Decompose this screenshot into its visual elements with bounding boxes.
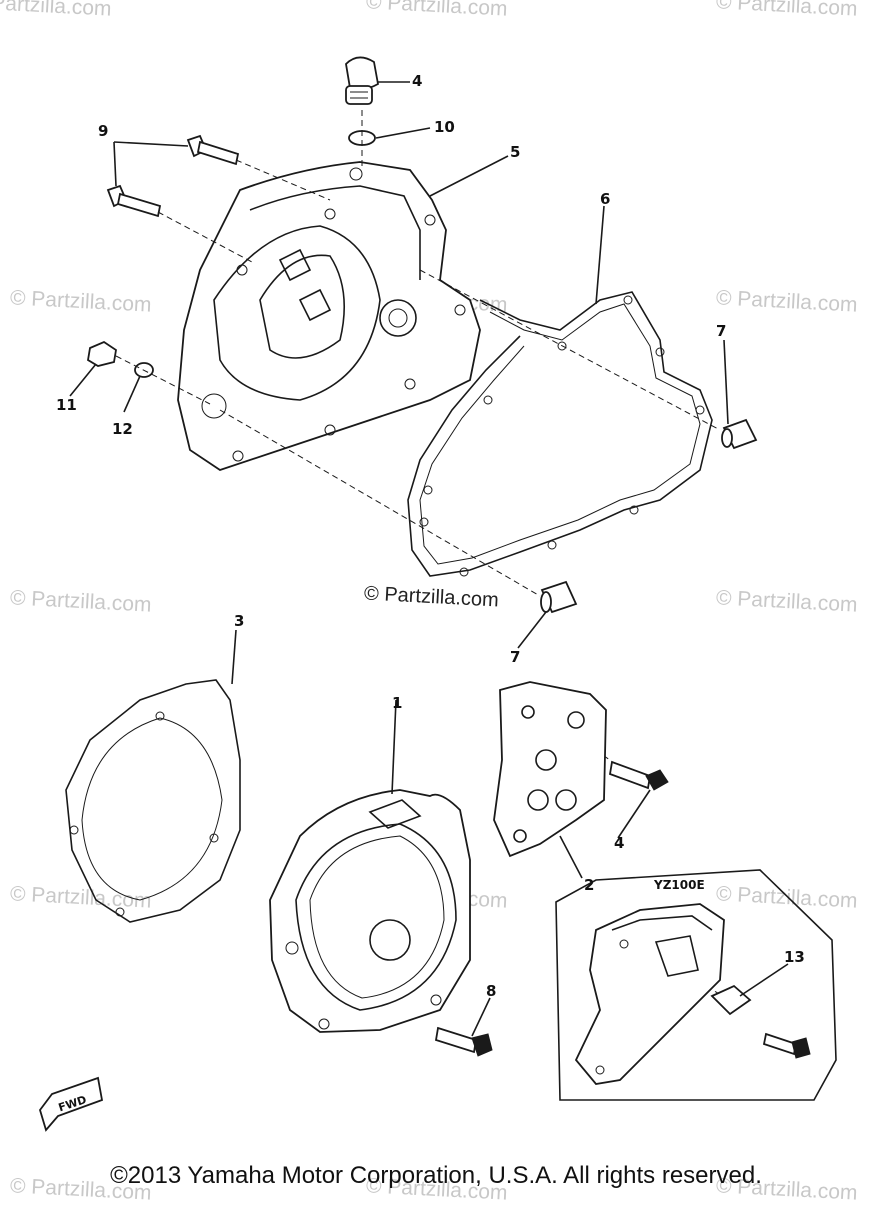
callout-7-lower: 7	[510, 648, 521, 666]
callout-3: 3	[234, 612, 245, 630]
callout-5: 5	[510, 143, 521, 161]
variant-box	[555, 869, 837, 1101]
part-8-bolts	[106, 134, 240, 218]
part-1-outer-cover	[269, 789, 471, 1033]
callout-4-upper: 4	[614, 834, 625, 852]
copyright-notice: ©2013 Yamaha Motor Corporation, U.S.A. A…	[110, 1162, 762, 1189]
fwd-arrow-icon: FWD	[39, 1076, 104, 1132]
callout-12: 12	[112, 420, 133, 438]
callout-13: 13	[784, 948, 805, 966]
callout-7-upper: 7	[716, 322, 727, 340]
callout-6: 6	[600, 190, 611, 208]
callout-8: 9	[98, 122, 109, 140]
callout-2: 2	[584, 876, 595, 894]
part-2-guard-plate	[493, 681, 607, 858]
part-9-plug	[345, 56, 379, 105]
callout-4-lower: 8	[486, 982, 497, 1000]
callout-11: 11	[56, 396, 77, 414]
part-4-screws	[434, 760, 669, 1057]
part-11-bolt	[87, 340, 117, 367]
part-6-gasket	[407, 291, 713, 577]
callout-9: 4	[412, 72, 423, 90]
variant-box-label: YZ100E	[654, 878, 705, 892]
part-7-dowel-pins	[540, 418, 758, 614]
part-5-crankcase-cover	[177, 161, 481, 471]
leader-lines	[69, 81, 789, 1037]
callout-10: 10	[434, 118, 455, 136]
part-3-gasket	[65, 679, 241, 923]
callout-1: 1	[392, 694, 403, 712]
